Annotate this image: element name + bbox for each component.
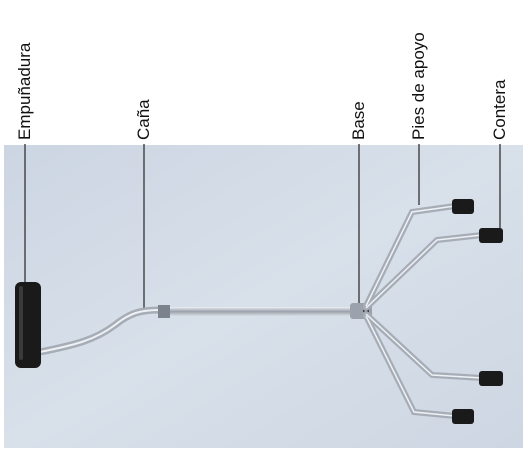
label-shaft: Caña — [135, 99, 152, 140]
tip-1 — [452, 199, 474, 214]
label-tip: Contera — [491, 80, 508, 140]
height-adjust-collar — [158, 305, 170, 318]
label-grip: Empuñadura — [16, 43, 33, 140]
label-support-feet: Pies de apoyo — [410, 32, 427, 140]
photo-background — [4, 145, 523, 448]
cane-grip — [15, 282, 41, 368]
tip-3 — [479, 371, 503, 386]
label-base: Base — [350, 101, 367, 140]
tip-2 — [479, 228, 503, 243]
tip-4 — [452, 409, 474, 424]
cane-shaft — [158, 307, 358, 316]
